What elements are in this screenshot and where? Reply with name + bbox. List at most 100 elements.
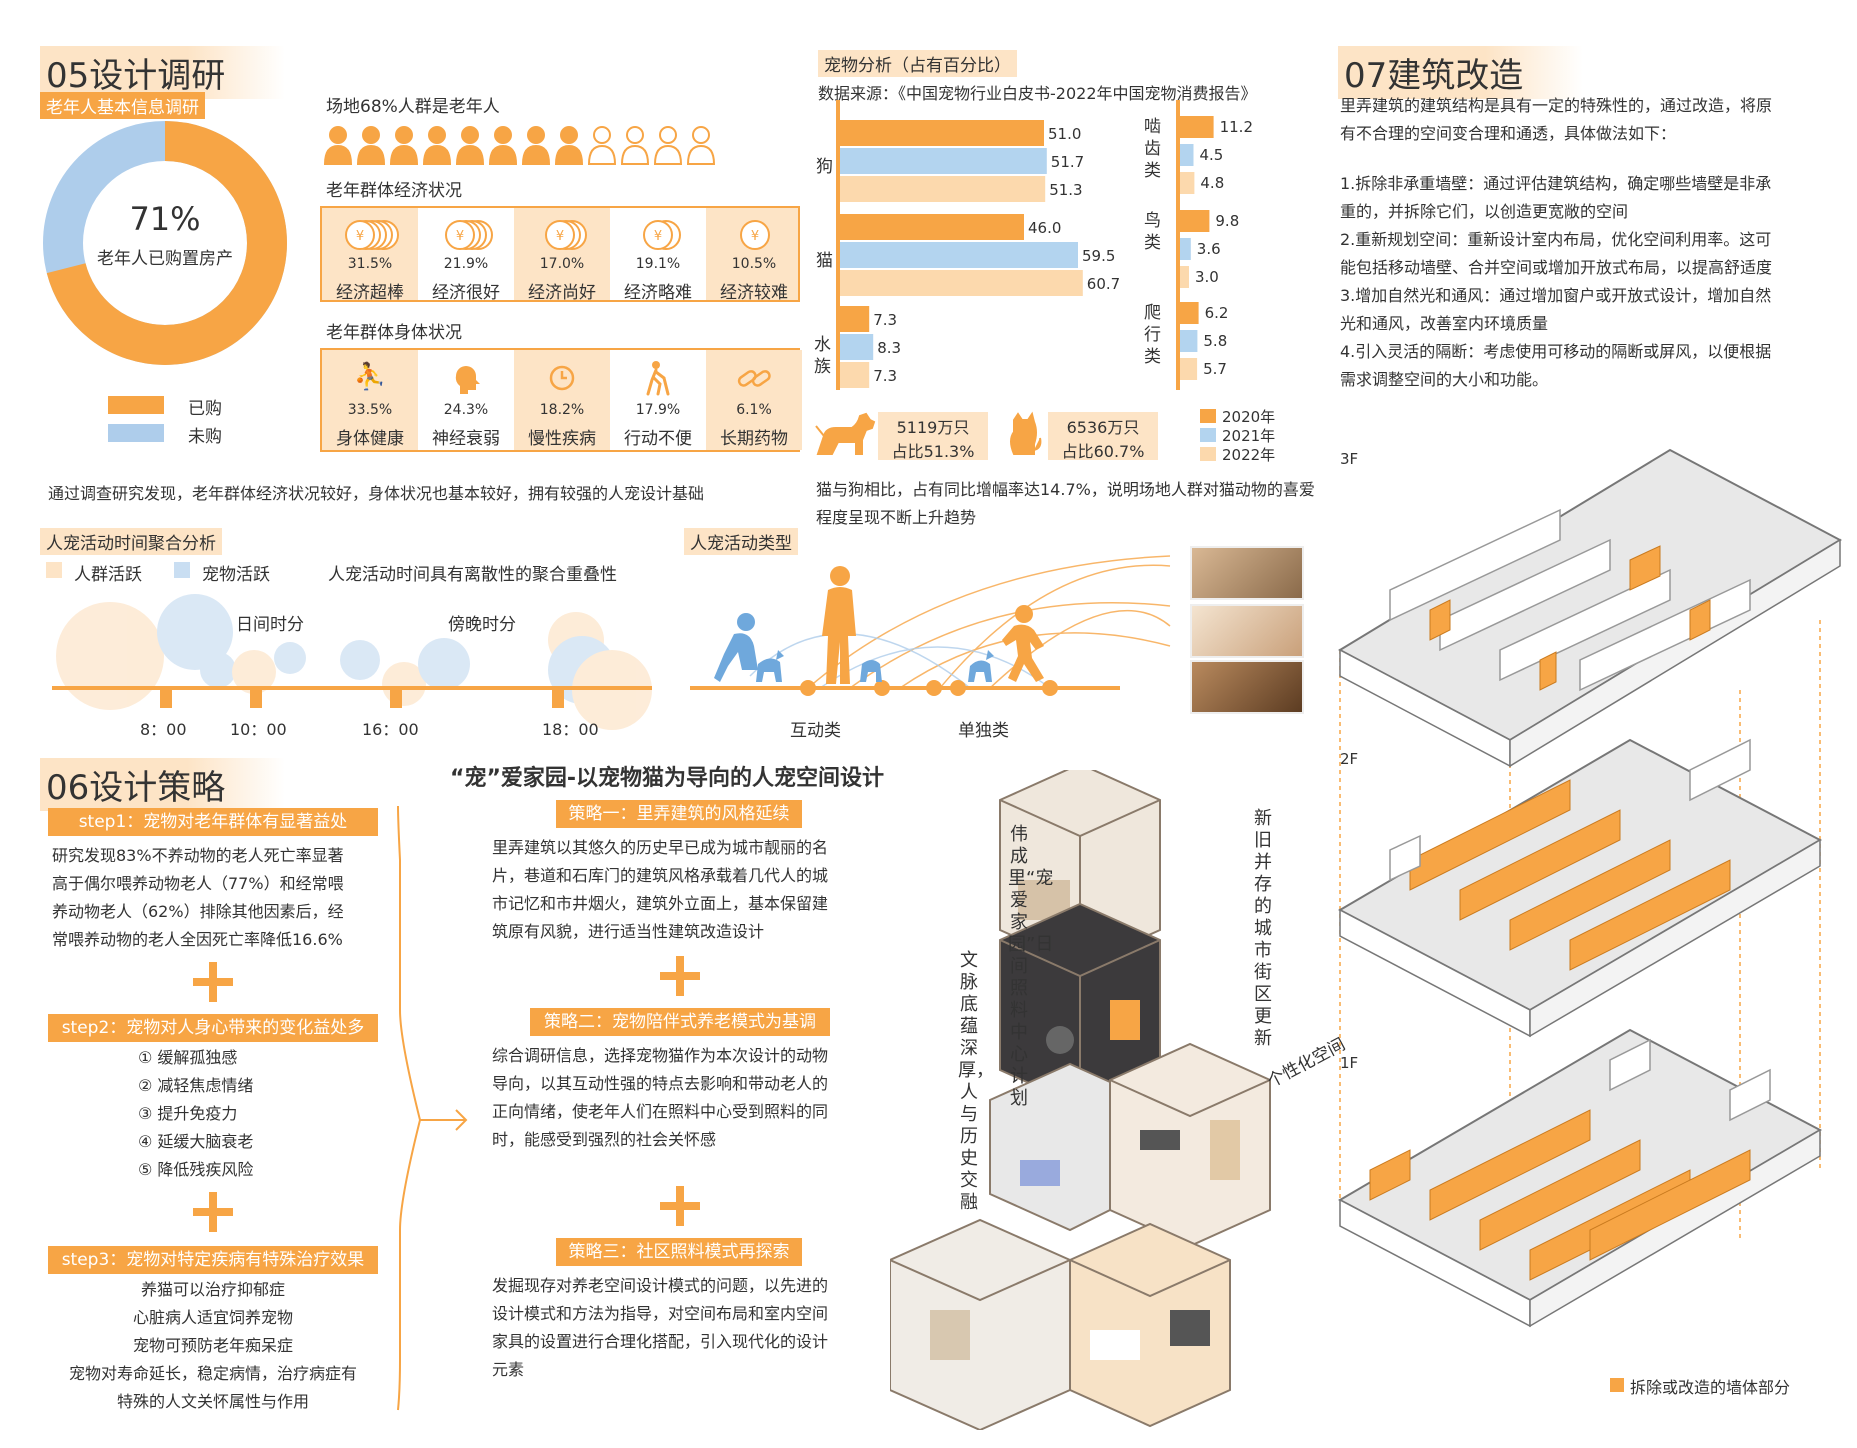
demolish-legend-label: 拆除或改造的墙体部分 [1630,1378,1791,1397]
s07-item3-line2: 光和通风，改善室内环境质量 [1340,314,1549,333]
floor-2f-plan [1337,738,1823,1038]
bar-猫-2021年 [840,242,1078,268]
s07-item1-line1: 1.拆除非承重墙壁：通过评估建筑结构，确定哪些墙壁是非承 [1340,174,1772,193]
econ-label: 经济超棒 [336,283,404,303]
bar-猫-2020年 [840,214,1024,240]
plus-icon [660,956,700,996]
econ-label: 经济较难 [720,283,788,303]
step1-line-3: 养动物老人（62%）排除其他因素后，经 [52,902,344,921]
crowd-pictogram [323,126,716,165]
person-outline-icon [587,126,617,165]
time-10: 10：00 [230,720,287,739]
elder-walking-dog-icon [1002,605,1044,682]
bar-水族-2020年 [840,306,870,332]
bar-啮齿类-2020年 [1180,116,1214,138]
s07-item3-line1: 3.增加自然光和通风：通过增加窗户或开放式设计，增加自然 [1340,286,1772,305]
activity-arc [939,564,1171,689]
section-06-title: 06设计策略 [40,758,286,811]
dog-stats-box [878,412,988,460]
bar-value-label: 46.0 [1028,219,1061,237]
step1-line-1: 研究发现83%不养动物的老人死亡率显著 [52,846,344,865]
floor-label-1f: 1F [1340,1054,1359,1072]
svg-text:¥: ¥ [654,229,662,244]
strategy-main-title: “宠”爱家园-以宠物猫为导向的人宠空间设计 [450,766,885,791]
bar-啮齿类-2021年 [1180,144,1194,166]
strategy-2-line-1: 综合调研信息，选择宠物猫作为本次设计的动物 [492,1046,829,1065]
plus-icon [193,1192,233,1232]
section05-summary: 通过调查研究发现，老年群体经济状况较好，身体状况也基本较好，拥有较强的人宠设计基… [48,484,705,503]
step2-banner: step2：宠物对人身心带来的变化益处多 [48,1014,378,1042]
econ-cell-2: ¥ 21.9% 经济很好 [418,208,514,303]
health-cell-1: ⛹ 33.5% 身体健康 [322,350,418,450]
health-label: 长期药物 [720,429,788,449]
bar-value-label: 60.7 [1087,275,1120,293]
health-title: 老年群体身体状况 [326,323,462,343]
dog-small-icon [860,660,882,682]
photo-cat-dog-3 [1190,660,1304,714]
activity-arc [749,633,971,689]
tick-16 [390,690,402,708]
pet-data-source: 数据来源：《中国宠物行业白皮书-2022年中国宠物消费报告》 [818,84,1257,103]
bar-猫-2022年 [840,270,1083,296]
step2-item-3: ③ 提升免疫力 [138,1104,238,1123]
bar-鸟类-2021年 [1180,238,1191,260]
step2-item-5: ⑤ 降低残疾风险 [138,1160,254,1179]
person-filled-icon [422,126,452,165]
activity-dot [1042,680,1058,696]
elder-walking-icon [646,361,670,396]
bar-value-label: 9.8 [1215,212,1239,230]
bar-水族-2022年 [840,362,870,388]
legend-people-label: 人群活跃 [74,565,142,585]
health-cell-3: 18.2% 慢性疾病 [514,350,610,450]
vertical-title-3: 新旧并存的城市街区更新 [1254,808,1272,1049]
bar-爬行类-2020年 [1180,302,1199,324]
econ-label: 经济略难 [624,283,692,303]
econ-label: 经济尚好 [528,283,596,303]
econ-cell-5: ¥ 10.5% 经济较难 [706,208,802,303]
health-cell-2: 24.3% 神经衰弱 [418,350,514,450]
strategy-1-line-2: 片，巷道和石库门的建筑风格承载着几代人的城 [492,866,829,885]
donut-center-label: 老年人已购置房产 [97,249,233,269]
cat-stats-share: 占比60.7% [1061,442,1145,461]
legend-pet-label: 宠物活跃 [202,565,270,585]
econ-cell-3: ¥ 17.0% 经济尚好 [514,208,610,303]
category-label-char: 类 [1144,161,1161,181]
step2-item-4: ④ 延缓大脑衰老 [138,1132,254,1151]
dog-silhouette-icon [815,412,876,455]
legend-pet-swatch [174,562,190,578]
day-label: 日间时分 [236,615,304,635]
basic-info-tag: 老年人基本信息调研 [40,92,205,119]
timeline-axis [52,686,652,690]
category-label-char: 鸟 [1144,211,1161,231]
step1-line-2: 高于偶尔喂养动物老人（77%）和经常喂 [52,874,344,893]
strategy-3-line-4: 元素 [492,1360,525,1379]
category-label-aquatic-1: 水 [814,335,831,355]
cat-stats-count: 6536万只 [1066,418,1140,437]
isometric-rooms-illustration [890,770,1271,1430]
vertical-title-1: 伟成里“宠爱家园”日间照料中心计划 [1008,824,1053,1109]
s07-intro-2: 有不合理的空间变合理和通透，具体做法如下： [1340,124,1677,143]
pet-bubble [274,642,306,674]
health-panel: ⛹ 33.5% 身体健康 24.3% 神经衰弱 18.2% 慢性疾病 17.9%… [320,348,802,452]
health-pct: 6.1% [736,402,772,418]
step3-line-1: 养猫可以治疗抑郁症 [140,1280,285,1299]
cat-silhouette-icon [1010,411,1042,455]
bar-爬行类-2021年 [1180,330,1198,352]
time-8: 8：00 [140,720,187,739]
step2-item-2: ② 减轻焦虑情绪 [138,1076,254,1095]
bar-value-label: 51.7 [1051,153,1084,171]
legend-bought-label: 已购 [188,399,222,419]
person-filled-icon [356,126,386,165]
bar-value-label: 3.6 [1197,240,1221,258]
bar-value-label: 5.7 [1203,360,1227,378]
activity-type-diagram [690,555,1171,696]
activity-time-tag: 人宠活动时间聚合分析 [40,528,222,555]
s07-item2-line2: 能包括移动墙壁、合并空间或增加开放式布局，以提高舒适度 [1340,258,1773,277]
health-pct: 24.3% [443,402,489,418]
photo-cat-dog-1 [1190,546,1304,600]
s07-item4-line2: 需求调整空间的大小和功能。 [1340,370,1549,389]
svg-text:¥: ¥ [751,229,759,244]
svg-text:¥: ¥ [356,229,364,244]
bar-鸟类-2020年 [1180,210,1210,232]
brace-arrow-connector [397,805,468,1411]
